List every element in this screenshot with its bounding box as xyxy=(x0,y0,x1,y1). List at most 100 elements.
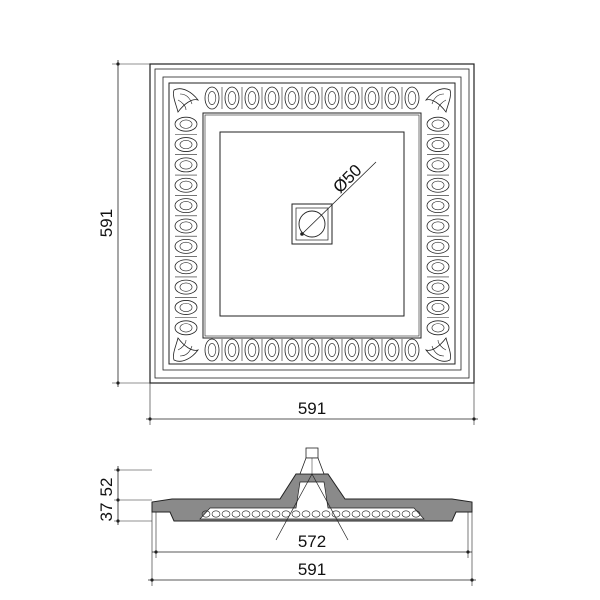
egg-ornament-core xyxy=(267,91,277,105)
center-boss-inner xyxy=(295,207,329,241)
plan-step-3 xyxy=(168,82,456,365)
sec-dim-inner-tick-left xyxy=(154,550,158,554)
dim-vertical-tick-bottom xyxy=(116,381,120,385)
section-egg-ornament xyxy=(251,510,261,518)
egg-ornament-core xyxy=(367,91,377,105)
egg-ornament xyxy=(384,86,400,110)
dim-vertical-tick-top xyxy=(116,62,120,66)
egg-ornament-core xyxy=(431,140,445,150)
egg-ornament xyxy=(426,218,450,234)
egg-ornament-core xyxy=(407,91,417,105)
egg-ornament xyxy=(426,177,450,193)
egg-ornament-core xyxy=(179,160,193,170)
center-hole xyxy=(298,210,326,238)
plan-width-label: 591 xyxy=(298,399,326,418)
plan-ornament-inner-edge xyxy=(202,112,422,339)
section-egg-ornament xyxy=(311,510,321,518)
section-egg-ornament xyxy=(351,510,361,518)
section-view: 52 37 572 591 xyxy=(97,447,476,586)
egg-ornament xyxy=(224,86,240,110)
section-hollow xyxy=(199,481,425,520)
egg-ornament xyxy=(284,338,300,362)
egg-ornament xyxy=(174,157,198,173)
hole-diameter-label: Ø50 xyxy=(329,161,365,197)
egg-ornament-core xyxy=(431,119,445,129)
egg-dart-bottom-band xyxy=(204,338,420,362)
leader-dot xyxy=(300,232,304,236)
egg-ornament xyxy=(174,238,198,254)
section-height-lower-label: 37 xyxy=(97,503,116,522)
egg-ornament-core xyxy=(367,343,377,357)
sec-dim-tick-mid xyxy=(116,498,120,502)
section-egg-ornament xyxy=(321,510,331,518)
egg-ornament xyxy=(204,86,220,110)
egg-ornament xyxy=(404,86,420,110)
egg-ornament xyxy=(174,279,198,295)
egg-ornament-core xyxy=(179,323,193,333)
egg-ornament-core xyxy=(431,241,445,251)
egg-ornament xyxy=(426,300,450,315)
egg-ornament-core xyxy=(431,201,445,211)
egg-ornament xyxy=(174,218,198,234)
egg-ornament xyxy=(426,116,450,132)
section-egg-ornament xyxy=(201,510,211,518)
section-cone-left xyxy=(275,473,313,541)
egg-dart-right-band xyxy=(426,116,450,336)
plan-view: Ø50 591 591 xyxy=(97,60,478,425)
egg-ornament-core xyxy=(347,343,357,357)
section-egg-ornament xyxy=(211,510,221,518)
sec-dim-tick-bottom xyxy=(116,519,120,523)
egg-ornament xyxy=(264,338,280,362)
egg-ornament-core xyxy=(347,91,357,105)
plan-inner-panel xyxy=(219,131,405,317)
egg-ornament xyxy=(244,86,260,110)
plan-height-label: 591 xyxy=(97,209,116,237)
egg-ornament-core xyxy=(179,140,193,150)
section-egg-ornament xyxy=(381,510,391,518)
sec-dim-inner-tick-right xyxy=(466,550,470,554)
plan-step-2 xyxy=(162,76,462,371)
egg-ornament-core xyxy=(179,201,193,211)
egg-ornament xyxy=(426,198,450,214)
egg-ornament xyxy=(344,338,360,362)
section-cone-right xyxy=(311,473,349,541)
plan-outer-edge xyxy=(149,63,475,384)
egg-ornament-core xyxy=(179,119,193,129)
egg-ornament xyxy=(426,279,450,295)
section-egg-ornament xyxy=(331,510,341,518)
egg-ornament xyxy=(174,259,198,275)
section-height-upper-label: 52 xyxy=(97,478,116,497)
section-egg-ornament xyxy=(271,510,281,518)
egg-ornament-core xyxy=(387,91,397,105)
egg-ornament-core xyxy=(179,221,193,231)
egg-ornament-core xyxy=(327,343,337,357)
sec-dim-outer-tick-left xyxy=(150,578,154,582)
egg-ornament xyxy=(364,338,380,362)
egg-ornament xyxy=(384,338,400,362)
egg-ornament-core xyxy=(227,343,237,357)
egg-ornament xyxy=(324,86,340,110)
egg-ornament xyxy=(426,320,450,336)
center-boss-outer xyxy=(291,203,333,245)
egg-ornament-core xyxy=(307,91,317,105)
corner-leaf-bottom-right xyxy=(424,337,451,362)
section-egg-ornament xyxy=(241,510,251,518)
egg-ornament xyxy=(174,320,198,336)
sec-dim-outer-tick-right xyxy=(470,578,474,582)
egg-ornament-core xyxy=(247,91,257,105)
egg-ornament xyxy=(224,338,240,362)
egg-ornament xyxy=(174,116,198,132)
section-egg-ornament xyxy=(371,510,381,518)
egg-ornament-core xyxy=(287,343,297,357)
section-inner-width-label: 572 xyxy=(298,532,326,551)
egg-ornament xyxy=(304,338,320,362)
section-egg-ornament xyxy=(231,510,241,518)
section-egg-ornament xyxy=(221,510,231,518)
egg-ornament xyxy=(404,338,420,362)
section-egg-ornament xyxy=(361,510,371,518)
egg-ornament-core xyxy=(287,91,297,105)
section-egg-ornament xyxy=(291,510,301,518)
egg-ornament xyxy=(174,300,198,315)
egg-ornament-core xyxy=(327,91,337,105)
